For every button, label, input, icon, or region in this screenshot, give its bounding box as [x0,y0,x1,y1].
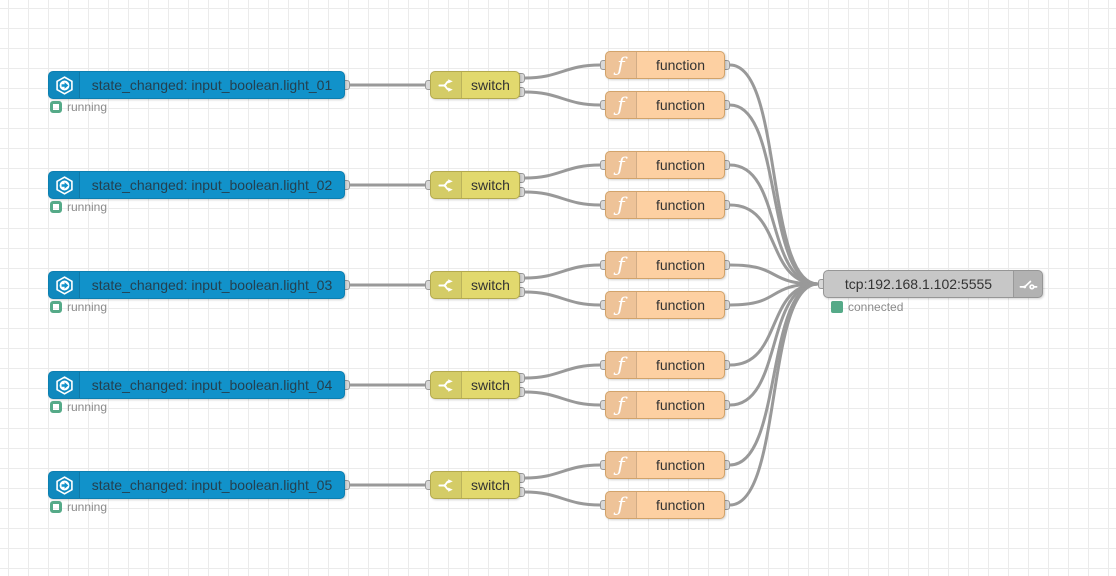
node-label: function [655,57,706,73]
node-label: switch [471,77,510,93]
italic-f-icon: ƒ [606,92,637,118]
italic-f-icon: ƒ [606,452,637,478]
status-text: connected [848,300,904,314]
home-assistant-hexagon-arrow-icon [49,272,80,298]
function-node-7[interactable]: ƒ function [605,351,725,379]
switch-node-5[interactable]: switch [430,471,520,499]
italic-f-icon: ƒ [606,52,637,78]
branch-split-icon [431,172,462,198]
branch-split-icon [431,472,462,498]
status-ring-icon [50,301,62,313]
event-state-node-light-02[interactable]: state_changed: input_boolean.light_02 [48,171,345,199]
node-label: switch [471,277,510,293]
status-text: running [67,500,108,514]
italic-f-icon: ƒ [606,152,637,178]
node-label: function [655,457,706,473]
node-label: state_changed: input_boolean.light_04 [91,377,333,393]
status-ring-icon [50,101,62,113]
function-node-4[interactable]: ƒ function [605,191,725,219]
branch-split-icon [431,372,462,398]
node-label: state_changed: input_boolean.light_05 [91,477,333,493]
home-assistant-hexagon-arrow-icon [49,172,80,198]
italic-f-icon: ƒ [606,252,637,278]
event-state-node-light-03[interactable]: state_changed: input_boolean.light_03 [48,271,345,299]
home-assistant-hexagon-arrow-icon [49,72,80,98]
function-node-10[interactable]: ƒ function [605,491,725,519]
node-status: connected [831,300,903,314]
italic-f-icon: ƒ [606,292,637,318]
tcp-out-node[interactable]: tcp:192.168.1.102:5555 [823,270,1043,298]
function-node-1[interactable]: ƒ function [605,51,725,79]
node-label: switch [471,377,510,393]
node-label: function [655,257,706,273]
switch-node-2[interactable]: switch [430,171,520,199]
status-dot-icon [831,301,843,313]
function-node-3[interactable]: ƒ function [605,151,725,179]
status-text: running [67,100,108,114]
node-label: switch [471,477,510,493]
node-label: function [655,197,706,213]
node-label: function [655,97,706,113]
event-state-node-light-04[interactable]: state_changed: input_boolean.light_04 [48,371,345,399]
branch-split-icon [431,272,462,298]
status-ring-icon [50,201,62,213]
node-label: state_changed: input_boolean.light_02 [91,177,333,193]
status-text: running [67,200,108,214]
event-state-node-light-01[interactable]: state_changed: input_boolean.light_01 [48,71,345,99]
node-label: function [655,297,706,313]
node-label: tcp:192.168.1.102:5555 [844,276,993,292]
home-assistant-hexagon-arrow-icon [49,472,80,498]
status-text: running [67,400,108,414]
function-node-8[interactable]: ƒ function [605,391,725,419]
switch-node-4[interactable]: switch [430,371,520,399]
function-node-6[interactable]: ƒ function [605,291,725,319]
node-label: state_changed: input_boolean.light_03 [91,277,333,293]
italic-f-icon: ƒ [606,492,637,518]
node-label: function [655,397,706,413]
node-status: running [50,200,107,214]
node-label: function [655,157,706,173]
function-node-2[interactable]: ƒ function [605,91,725,119]
node-status: running [50,300,107,314]
branch-split-icon [431,72,462,98]
switch-contact-icon [1013,271,1042,297]
italic-f-icon: ƒ [606,352,637,378]
node-label: switch [471,177,510,193]
status-ring-icon [50,501,62,513]
italic-f-icon: ƒ [606,192,637,218]
node-label: function [655,357,706,373]
home-assistant-hexagon-arrow-icon [49,372,80,398]
node-status: running [50,500,107,514]
node-label: state_changed: input_boolean.light_01 [91,77,333,93]
switch-node-3[interactable]: switch [430,271,520,299]
status-text: running [67,300,108,314]
node-status: running [50,100,107,114]
node-label: function [655,497,706,513]
function-node-9[interactable]: ƒ function [605,451,725,479]
status-ring-icon [50,401,62,413]
node-status: running [50,400,107,414]
event-state-node-light-05[interactable]: state_changed: input_boolean.light_05 [48,471,345,499]
switch-node-1[interactable]: switch [430,71,520,99]
function-node-5[interactable]: ƒ function [605,251,725,279]
italic-f-icon: ƒ [606,392,637,418]
